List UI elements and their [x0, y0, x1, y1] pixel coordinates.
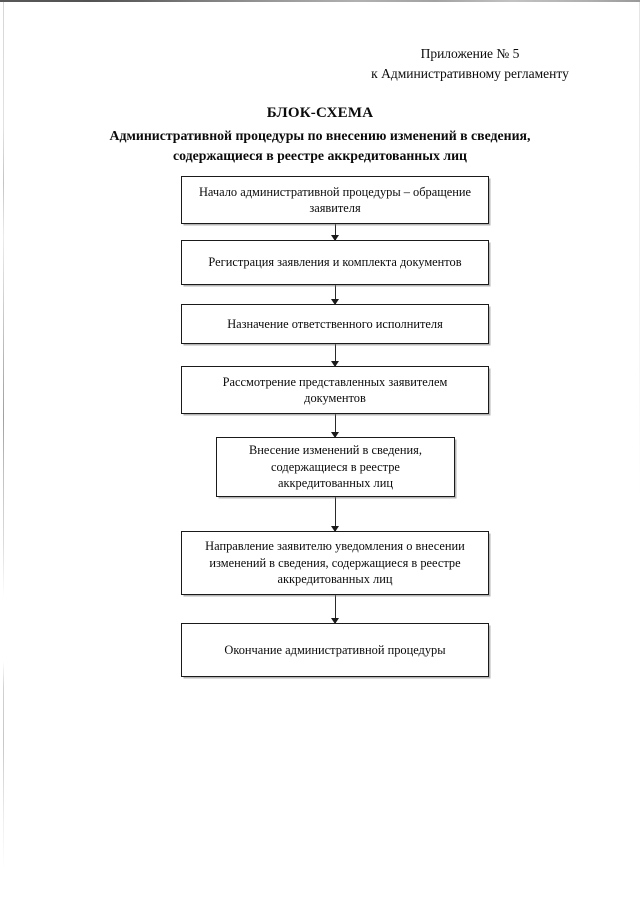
arrow-down-icon	[331, 618, 339, 624]
scan-artifact-top	[0, 0, 640, 2]
title-main: БЛОК-СХЕМА	[266, 105, 374, 121]
flow-node-start: Начало административной процедуры – обра…	[181, 176, 489, 224]
flow-node-label: Рассмотрение представленных заявителем д…	[222, 374, 448, 406]
title-subtitle-line2: содержащиеся в реестре аккредитованных л…	[172, 147, 468, 163]
flow-node-label: Начало административной процедуры – обра…	[198, 184, 472, 216]
flow-node-end: Окончание административной процедуры	[181, 623, 489, 677]
title-subtitle-line1: Административной процедуры по внесению и…	[109, 128, 531, 143]
page-title: БЛОК-СХЕМА Административной процедуры по…	[40, 103, 600, 165]
flow-node-label: Внесение изменений в сведения, содержащи…	[249, 443, 422, 491]
appendix-number: Приложение № 5	[420, 46, 520, 61]
arrow-down-icon	[331, 432, 339, 438]
arrow-down-icon	[331, 361, 339, 367]
connector-registration-to-assign-executor	[335, 285, 337, 304]
connector-review-documents-to-make-changes	[335, 414, 337, 437]
flow-node-assign-executor: Назначение ответственного исполнителя	[181, 304, 489, 344]
title-subtitle: Административной процедуры по внесению и…	[40, 126, 600, 165]
arrow-down-icon	[331, 235, 339, 241]
flow-node-notify-applicant: Направление заявителю уведомления о внес…	[181, 531, 489, 595]
connector-notify-applicant-to-end	[335, 595, 337, 623]
appendix-reference: к Административному регламенту	[371, 66, 569, 81]
flow-node-registration: Регистрация заявления и комплекта докуме…	[181, 240, 489, 285]
flow-node-label: Регистрация заявления и комплекта докуме…	[208, 255, 462, 270]
connector-start-to-registration	[335, 224, 337, 240]
flow-node-label: Окончание административной процедуры	[224, 642, 446, 657]
connector-make-changes-to-notify-applicant	[335, 497, 337, 531]
flow-node-label: Назначение ответственного исполнителя	[227, 316, 443, 331]
arrow-down-icon	[331, 526, 339, 532]
connector-assign-executor-to-review-documents	[335, 344, 337, 366]
flow-node-make-changes: Внесение изменений в сведения, содержащи…	[216, 437, 455, 497]
scan-artifact-left	[3, 2, 4, 905]
flow-node-label: Направление заявителю уведомления о внес…	[205, 539, 465, 587]
flow-node-review-documents: Рассмотрение представленных заявителем д…	[181, 366, 489, 414]
arrow-down-icon	[331, 299, 339, 305]
appendix-header: Приложение № 5 к Административному регла…	[330, 44, 610, 84]
